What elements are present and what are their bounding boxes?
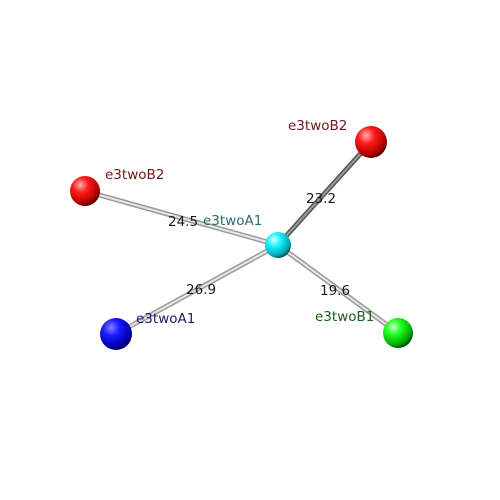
node-bottom-right (383, 318, 413, 348)
node-left (70, 176, 100, 206)
node-labels: e3twoB2 e3twoB2 e3twoA1 e3twoB1 e3twoA1 (105, 118, 374, 327)
bond-left (82, 188, 281, 248)
bond-length-bottom-right: 19.6 (320, 283, 350, 299)
node-label-bottom-right: e3twoB1 (315, 309, 374, 325)
node-center (265, 232, 291, 258)
bond-labels: 23.2 24.5 26.9 19.6 (168, 191, 350, 299)
bond-bottom-right (275, 242, 401, 336)
bonds (82, 139, 401, 337)
nodes (70, 126, 413, 350)
node-bottom-left (100, 318, 132, 350)
bond-top-right (275, 139, 374, 248)
bond-length-top-right: 23.2 (306, 191, 336, 207)
node-top-right (355, 126, 387, 158)
node-label-center: e3twoA1 (203, 213, 262, 229)
bond-length-left: 24.5 (168, 214, 198, 230)
bond-bottom-left (113, 242, 281, 337)
node-label-bottom-left: e3twoA1 (136, 311, 195, 327)
node-label-left: e3twoB2 (105, 167, 164, 183)
bond-length-bottom-left: 26.9 (186, 282, 216, 298)
node-label-top-right: e3twoB2 (288, 118, 347, 134)
